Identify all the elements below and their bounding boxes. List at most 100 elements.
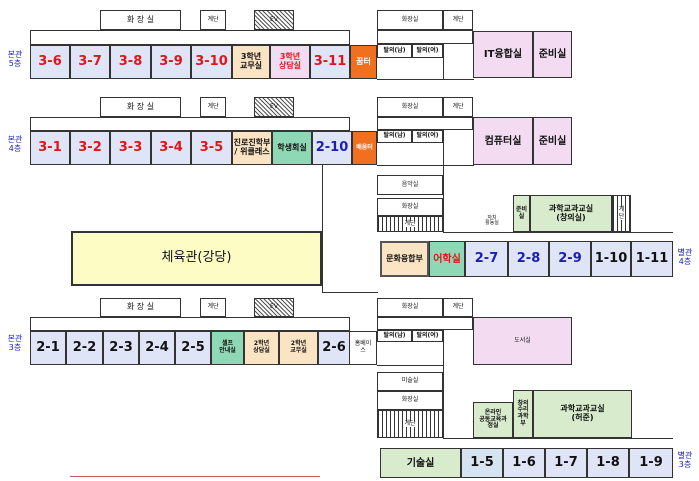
floor3-divider (443, 330, 444, 365)
gym-link-vertical (322, 165, 323, 292)
floor4-stairs-3: 계단 (377, 216, 443, 232)
floor4-stairs-4: 계 단 (612, 195, 631, 232)
room-2-8: 2-8 (508, 241, 549, 277)
room-2-9: 2-9 (549, 241, 591, 277)
floor5-changing-f: 탈의(여) (412, 44, 443, 58)
floor4-changing-m: 탈의(남) (377, 130, 412, 143)
room-2-6: 2-6 (318, 331, 350, 365)
room-2nd-grade-office: 2학년 교무실 (279, 331, 318, 365)
floor4-label: 본관 4층 (7, 135, 23, 154)
room-dream: 꿈터 (350, 45, 377, 79)
floor3-annex-line (443, 438, 673, 439)
floor3-ev: EV (254, 298, 294, 317)
room-learning: 배움터 (352, 131, 377, 165)
floor3-changing-f: 탈의(여) (412, 330, 443, 342)
room-3-3: 3-3 (110, 131, 151, 165)
floor3-restroom-2: 화장실 (377, 298, 443, 317)
room-student-council: 학생회실 (272, 131, 312, 165)
floor4-stairs-3-label: 계단 (403, 219, 417, 228)
floor3-restroom-3: 화장실 (377, 391, 443, 410)
floor5-ev: EV (254, 10, 294, 30)
floor4-restroom-3: 화장실 (377, 198, 443, 216)
floor3-stairs: 계단 (200, 298, 226, 317)
room-computer: 컴퓨터실 (473, 117, 533, 165)
floor3-changing-m: 탈의(남) (377, 330, 412, 342)
floor4-corridor (30, 117, 350, 131)
room-science-creative: 과학교과교실 (창의실) (530, 195, 612, 232)
floor3-east-wall (443, 365, 444, 438)
room-3-1: 3-1 (30, 131, 70, 165)
room-2-10: 2-10 (312, 131, 352, 165)
floor4-ev: EV (254, 97, 294, 117)
floor3-bottom-line (377, 365, 444, 366)
room-prep-4: 준비실 (533, 117, 572, 165)
floor5-restroom-2: 화장실 (377, 10, 443, 30)
bottom-edge-line (70, 476, 320, 477)
room-2nd-grade-counsel: 2학년 상담실 (244, 331, 279, 365)
room-math-science: 창의 수리 과학 부 (513, 390, 533, 438)
floor4-annex-line (443, 232, 673, 233)
room-3-8: 3-8 (110, 45, 151, 79)
room-science-heojun: 과학교과교실 (허준) (533, 390, 632, 438)
floor5-bottom-line (377, 79, 474, 80)
floor5-divider (443, 44, 444, 79)
room-3-7: 3-7 (70, 45, 110, 79)
floor5-label: 본관 5층 (7, 50, 23, 69)
gym: 체육관(강당) (71, 231, 322, 286)
annex3-label: 별관 3층 (677, 451, 693, 470)
room-3-10: 3-10 (191, 45, 232, 79)
floor3-stairs-3: 계단 (377, 410, 443, 438)
room-3-11: 3-11 (310, 45, 350, 79)
room-1-10: 1-10 (591, 241, 631, 277)
room-1-7: 1-7 (545, 448, 587, 478)
room-3-6: 3-6 (30, 45, 70, 79)
floor5-stairs-2: 계단 (443, 10, 473, 30)
room-self-activity: 자치 활동실 (473, 210, 511, 232)
floor4-stairs-4-label: 계 단 (618, 205, 625, 221)
room-2-5: 2-5 (175, 331, 211, 365)
floor3-label: 본관 3층 (7, 334, 23, 353)
floor3-stairs-3-label: 계단 (404, 419, 416, 428)
floor4-divider (443, 130, 444, 165)
room-library: 도서실 (473, 317, 572, 365)
floor4-stairs-2: 계단 (443, 97, 473, 117)
floor5-corridor (30, 30, 350, 45)
room-2-1: 2-1 (30, 331, 66, 365)
room-1-8: 1-8 (587, 448, 629, 478)
floor4-east-wall (443, 165, 444, 232)
room-prep-5: 준비실 (533, 31, 572, 78)
floor5-restroom: 화 장 실 (100, 10, 181, 30)
room-2-4: 2-4 (139, 331, 175, 365)
floor4-changing-f: 탈의(여) (412, 130, 443, 143)
room-1-6: 1-6 (503, 448, 545, 478)
floor5-corridor-east (377, 30, 473, 44)
floor5-changing-m: 탈의(남) (377, 44, 412, 58)
floor4-bottom-line (377, 165, 474, 166)
floor5-stairs: 계단 (200, 10, 226, 30)
room-2-7: 2-7 (465, 241, 508, 277)
floor3-corridor (30, 317, 350, 331)
room-culture: 문화융합부 (380, 241, 429, 277)
room-art: 미술실 (377, 372, 443, 391)
room-1-9: 1-9 (629, 448, 673, 478)
annex4-label: 별관 4층 (677, 248, 693, 267)
room-2-3: 2-3 (103, 331, 139, 365)
gym-link-line (322, 292, 378, 293)
floor4-restroom-2: 화장실 (377, 97, 443, 117)
floor3-restroom: 화 장 실 (100, 298, 181, 317)
room-1-5: 1-5 (461, 448, 503, 478)
floor3-corridor-east (377, 317, 473, 330)
floor4-corridor-east (377, 117, 473, 130)
floor4-stairs: 계단 (200, 97, 226, 117)
room-career: 진로진학부 / 위클래스 (232, 131, 272, 165)
floor4-restroom: 화 장 실 (100, 97, 181, 117)
room-3-4: 3-4 (151, 131, 191, 165)
room-prep-4b: 준비 실 (513, 195, 530, 232)
room-3-9: 3-9 (151, 45, 191, 79)
room-technology: 기술실 (380, 448, 461, 478)
room-it: IT융합실 (473, 31, 533, 78)
room-music: 음악실 (377, 175, 443, 195)
room-3-2: 3-2 (70, 131, 110, 165)
room-2-2: 2-2 (66, 331, 103, 365)
room-3-5: 3-5 (191, 131, 232, 165)
